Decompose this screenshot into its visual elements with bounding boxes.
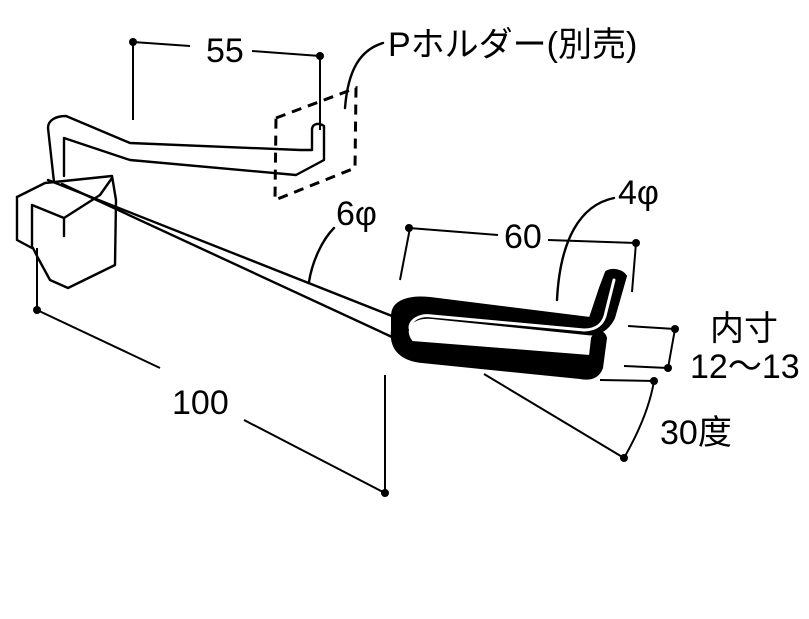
diameter-4-leader [555,196,616,302]
dimension-55 [129,38,324,130]
dimension-100-label: 100 [172,384,229,422]
diameter-4-label: 4φ [618,174,659,212]
wall-bracket [15,174,118,290]
dimension-60 [405,224,640,293]
dimension-100 [33,248,389,497]
dimension-60-label: 60 [504,218,542,256]
p-holder-label: Pホルダー(別売) [388,26,637,64]
dimension-55-label: 55 [206,32,244,70]
p-holder-dashed [273,85,358,203]
angle-30-label: 30度 [660,414,732,452]
dimension-inner [623,325,679,372]
diameter-6-leader [307,226,336,284]
diameter-6-label: 6φ [336,195,377,233]
hook-top-loop [46,114,326,184]
inner-dimension-value: 12～13 [690,348,800,386]
main-rod [46,178,394,339]
p-holder-leader [343,41,385,110]
rod-tip-tick [399,227,411,281]
inner-dimension-title: 内寸 [710,310,778,348]
hook-tip [390,268,628,380]
dimension-30-degree [483,373,658,462]
